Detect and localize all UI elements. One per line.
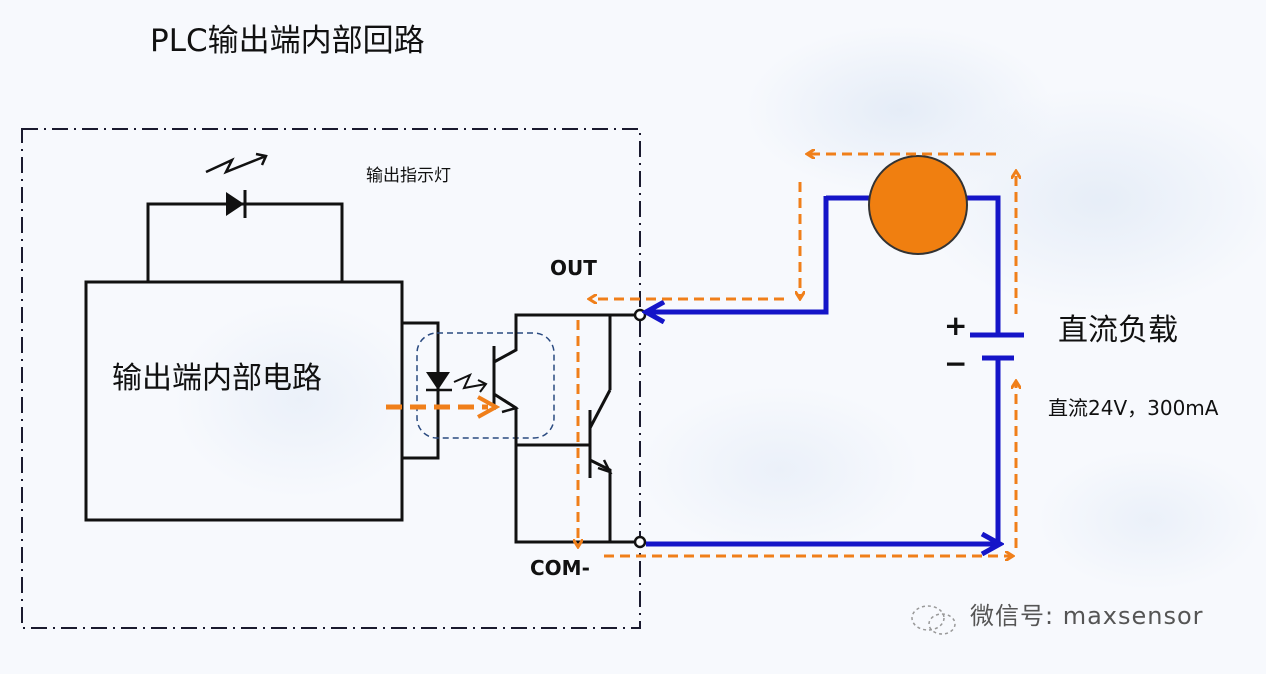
internal-circuit-block (84, 280, 404, 522)
plc-boundary (21, 128, 641, 629)
current-flow-path (578, 154, 1016, 556)
out-terminal-label: OUT (550, 256, 597, 280)
load-spec-label: 直流24V，300mA (1048, 396, 1219, 420)
plus-sign: + (944, 309, 968, 342)
diagram-title: PLC输出端内部回路 (150, 23, 425, 59)
out-terminal (633, 308, 647, 322)
optocoupler-outline (416, 332, 555, 439)
indicator-led (146, 152, 344, 282)
wechat-icon (911, 605, 956, 635)
load-wire-top (646, 196, 829, 312)
com-terminal (633, 535, 647, 549)
dc-load-label: 直流负载 (1058, 313, 1178, 348)
indicator-light-label: 输出指示灯 (366, 166, 451, 186)
load-icon (868, 155, 968, 255)
com-terminal-label: COM- (530, 556, 590, 580)
internal-circuit-label: 输出端内部电路 (112, 361, 322, 396)
watermark-text: 微信号: maxsensor (970, 602, 1204, 630)
minus-sign: − (944, 347, 968, 380)
light-emission-icon (205, 152, 268, 175)
